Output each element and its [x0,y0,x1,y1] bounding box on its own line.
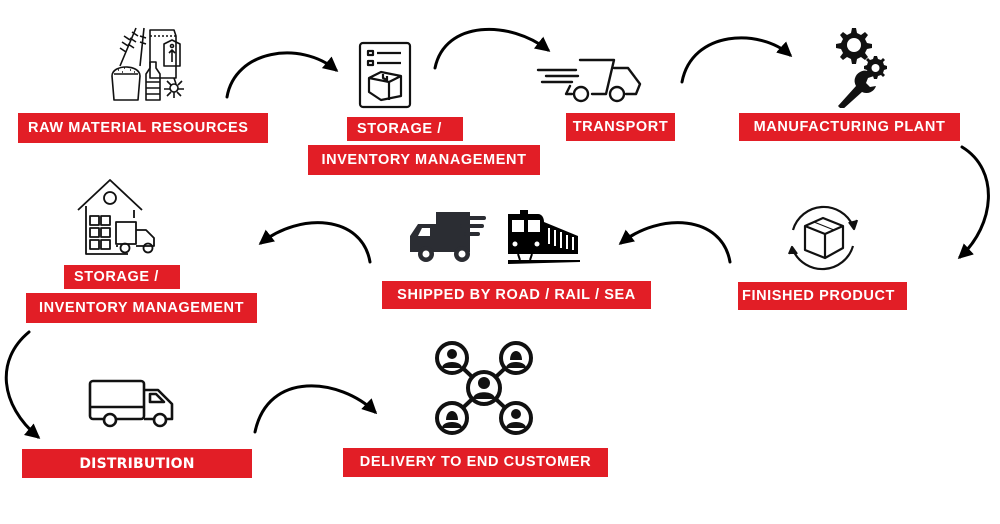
inventory-clipboard-icon [358,41,412,109]
step-label-delivery: DELIVERY TO END CUSTOMER [343,448,608,477]
customer-network-icon [435,341,533,435]
step-label-manufacturing: MANUFACTURING PLANT [739,113,960,141]
raw-materials-icon [111,27,184,101]
arrow-storage-to-transport [433,27,551,70]
delivery-truck-icon [88,379,174,428]
train-icon [508,210,580,264]
step-label-storage-1-line2: INVENTORY MANAGEMENT [308,145,540,175]
customer-node [466,370,502,406]
arrow-storage-to-distribution [4,330,41,439]
step-label-shipping: SHIPPED BY ROAD / RAIL / SEA [382,281,651,309]
arrow-distribution-to-delivery [253,384,378,434]
customer-node [435,401,469,435]
truck-and-train-icon [410,210,580,264]
customer-node [499,401,533,435]
arrow-transport-to-manufacturing [680,36,793,84]
step-label-transport: TRANSPORT [566,113,675,141]
gears-wrench-icon [836,28,887,108]
step-label-storage-1-line1: STORAGE / [347,117,463,141]
customer-node [499,341,533,375]
arrow-raw-to-storage [225,51,339,99]
arrow-manufacturing-to-finished [957,145,990,260]
step-label-finished-product: FINISHED PRODUCT [738,282,907,310]
truck-icon [410,212,486,262]
step-label-distribution: DISTRIBUTION [22,449,252,478]
fast-truck-icon [536,58,642,103]
customer-node [435,341,469,375]
arrow-finished-to-shipping [618,221,732,264]
step-label-storage-2-line2: INVENTORY MANAGEMENT [26,293,257,323]
step-label-raw-material: RAW MATERIAL RESOURCES [18,113,268,143]
warehouse-truck-icon [77,179,155,255]
step-label-storage-2-line1: STORAGE / [64,265,180,289]
box-cycle-icon [787,205,859,271]
arrow-shipping-to-storage [258,221,372,264]
